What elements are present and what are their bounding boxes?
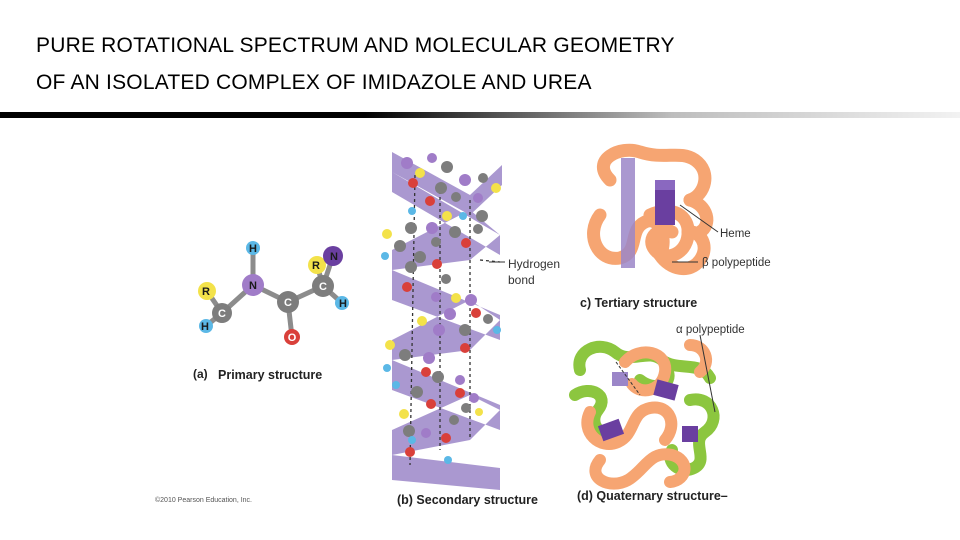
alpha-polypeptide-label: α polypeptide <box>676 324 745 336</box>
beta-polypeptide-label: β polypeptide <box>702 257 771 269</box>
atom-label: O <box>288 332 297 344</box>
helix-atoms <box>381 153 501 464</box>
primary-caption: Primary structure <box>218 368 322 382</box>
quaternary-structure-diagram: α polypeptide (d) Quaternary structure– <box>569 324 745 503</box>
nitrogen-atom <box>323 246 343 266</box>
atom-label: N <box>330 251 338 263</box>
carbon-atom <box>312 275 334 297</box>
oxygen-atom <box>284 329 300 345</box>
atom-label: H <box>249 243 257 255</box>
heme-label: Heme <box>720 228 751 240</box>
atom-label: R <box>202 286 210 298</box>
tertiary-caption: c) Tertiary structure <box>580 296 697 310</box>
atom-label: C <box>319 281 327 293</box>
copyright-notice: ©2010 Pearson Education, Inc. <box>155 496 252 504</box>
slide-title-line-2: OF AN ISOLATED COMPLEX OF IMIDAZOLE AND … <box>36 71 592 94</box>
atom-label: C <box>284 297 292 309</box>
hydrogen-atom <box>335 296 349 310</box>
hydrogen-atom <box>199 319 213 333</box>
primary-caption-letter: (a) <box>193 367 208 381</box>
title-underline <box>0 112 960 118</box>
hydrogen-bond-label-line-1: Hydrogen <box>508 257 560 271</box>
beta-sheet-strand <box>621 158 635 268</box>
atom-label: C <box>218 308 226 320</box>
secondary-caption: (b) Secondary structure <box>397 493 538 507</box>
hydrogen-atom <box>246 241 260 255</box>
secondary-structure-diagram: Hydrogen bond (b) Secondary structure <box>381 152 560 507</box>
carbon-atom <box>212 303 232 323</box>
tertiary-structure-diagram: Heme β polypeptide c) Tertiary structure <box>580 143 771 310</box>
atom-label: N <box>249 280 257 292</box>
atom-label: R <box>312 260 320 272</box>
atom-label: H <box>201 321 209 333</box>
carbon-atom <box>277 291 299 313</box>
heme-group <box>655 185 675 225</box>
helix-ribbon <box>392 152 502 490</box>
primary-structure-diagram: H R N C H C O R N C H (a) Primary struct… <box>155 241 349 504</box>
nitrogen-atom <box>242 274 264 296</box>
r-group-atom <box>308 256 326 274</box>
quaternary-caption: (d) Quaternary structure– <box>577 489 728 503</box>
hydrogen-bond-label-line-2: bond <box>508 273 535 287</box>
atom-label: H <box>339 298 347 310</box>
r-group-atom <box>198 282 216 300</box>
slide-title-line-1: PURE ROTATIONAL SPECTRUM AND MOLECULAR G… <box>36 34 675 57</box>
